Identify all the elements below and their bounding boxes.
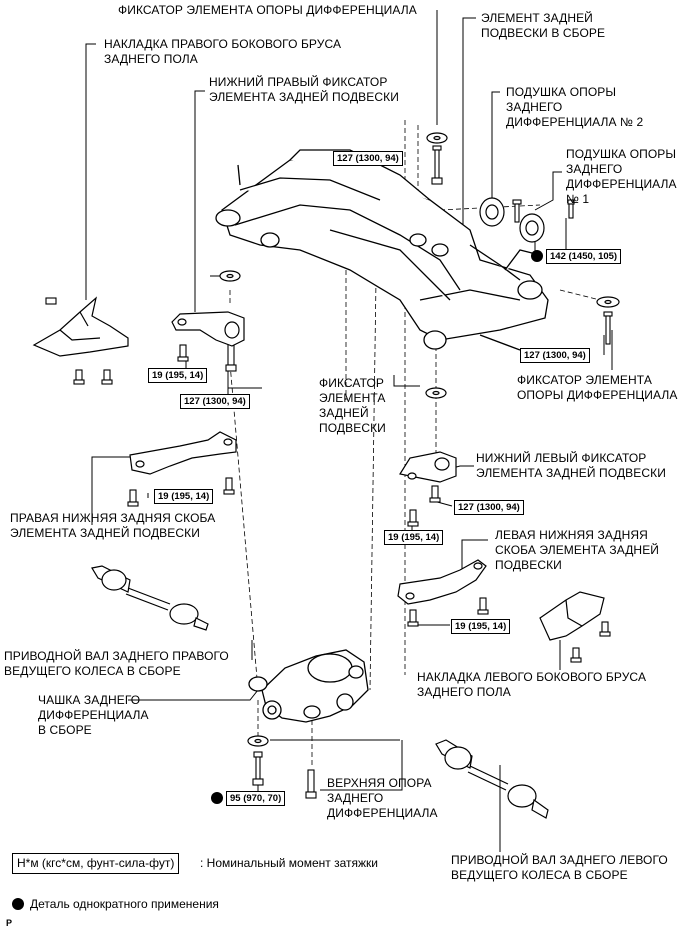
- leader-cushion-1: [534, 171, 562, 211]
- label-lh-drive-shaft: ПРИВОДНОЙ ВАЛ ЗАДНЕГО ЛЕВОГО ВЕДУЩЕГО КО…: [451, 853, 668, 882]
- rh-drive-shaft-art: [91, 565, 209, 631]
- label-rh-lower-stopper: НИЖНИЙ ПРАВЫЙ ФИКСАТОР ЭЛЕМЕНТА ЗАДНЕЙ П…: [209, 75, 399, 104]
- leader-member-stopper: [393, 375, 420, 387]
- leader-rh-brace: [91, 456, 135, 525]
- rh-lower-brace-art: [129, 431, 237, 475]
- legend-non-reusable: Деталь однократного применения: [30, 897, 219, 911]
- lh-floor-side-rail-cover-art: [539, 591, 605, 641]
- label-diff-retainer-top: ФИКСАТОР ЭЛЕМЕНТА ОПОРЫ ДИФФЕРЕНЦИАЛА: [118, 3, 417, 17]
- label-lh-lower-stopper: НИЖНИЙ ЛЕВЫЙ ФИКСАТОР ЭЛЕМЕНТА ЗАДНЕЙ ПО…: [476, 451, 666, 480]
- legend-torque-desc: : Номинальный момент затяжки: [200, 856, 378, 870]
- torque-19-lh-stopper: 19 (195, 14): [384, 530, 444, 545]
- lh-lower-brace-art: [397, 559, 487, 605]
- legend-torque-unit: Н*м (кгс*см, фунт-сила-фут): [12, 853, 180, 874]
- torque-142: 142 (1450, 105): [546, 249, 622, 264]
- leader-cushion-2: [491, 91, 500, 200]
- label-rh-lower-brace: ПРАВАЯ НИЖНЯЯ ЗАДНЯЯ СКОБА ЭЛЕМЕНТА ЗАДН…: [10, 511, 216, 540]
- leader-lh-brace: [461, 539, 488, 570]
- label-lh-floor-cover: НАКЛАДКА ЛЕВОГО БОКОВОГО БРУСА ЗАДНЕГО П…: [417, 670, 647, 699]
- non-reusable-dot-142: [531, 250, 543, 262]
- leader-diff-carrier: [128, 689, 259, 701]
- leader-upper-support: [320, 740, 403, 791]
- label-rh-floor-cover: НАКЛАДКА ПРАВОГО БОКОВОГО БРУСА ЗАДНЕГО …: [104, 37, 342, 66]
- torque-19-rh-brace: 19 (195, 14): [154, 489, 214, 504]
- label-diff-cushion-1: ПОДУШКА ОПОРЫ ЗАДНЕГО ДИФФЕРЕНЦИАЛА № 1: [566, 147, 677, 206]
- lh-drive-shaft-art: [435, 739, 549, 819]
- leader-rh-cover: [85, 43, 96, 300]
- rear-suspension-member: [215, 149, 549, 351]
- label-rh-drive-shaft: ПРИВОДНОЙ ВАЛ ЗАДНЕГО ПРАВОГО ВЕДУЩЕГО К…: [4, 649, 229, 678]
- legend-non-reusable-dot: [12, 898, 24, 910]
- diff-carrier-art: [248, 649, 369, 723]
- label-diff-upper-support: ВЕРХНЯЯ ОПОРА ЗАДНЕГО ДИФФЕРЕНЦИАЛА: [327, 776, 438, 820]
- label-diff-carrier: ЧАШКА ЗАДНЕГО ДИФФЕРЕНЦИАЛА В СБОРЕ: [38, 693, 149, 737]
- torque-127-right: 127 (1300, 94): [520, 348, 590, 363]
- leader-rh-stopper: [194, 90, 205, 312]
- torque-19-rh-stopper: 19 (195, 14): [148, 368, 208, 383]
- torque-127-rh-stopper: 127 (1300, 94): [180, 394, 250, 409]
- label-member-stopper: ФИКСАТОР ЭЛЕМЕНТА ЗАДНЕЙ ПОДВЕСКИ: [319, 376, 386, 435]
- label-lh-lower-brace: ЛЕВАЯ НИЖНЯЯ ЗАДНЯЯ СКОБА ЭЛЕМЕНТА ЗАДНЕ…: [495, 528, 660, 572]
- leader-member-assy: [462, 17, 476, 245]
- label-rear-member-assy: ЭЛЕМЕНТ ЗАДНЕЙ ПОДВЕСКИ В СБОРЕ: [481, 11, 606, 40]
- label-diff-cushion-2: ПОДУШКА ОПОРЫ ЗАДНЕГО ДИФФЕРЕНЦИАЛА № 2: [506, 85, 644, 129]
- torque-95: 95 (970, 70): [226, 791, 286, 806]
- non-reusable-dot-95: [211, 792, 223, 804]
- page-mark: P: [6, 918, 13, 928]
- rh-floor-side-rail-cover-art: [32, 296, 129, 357]
- diff-mount-cushion-2-art: [479, 197, 505, 227]
- lh-lower-stopper-art: [399, 451, 457, 483]
- torque-127-top: 127 (1300, 94): [333, 151, 403, 166]
- diff-mount-cushion-1-art: [519, 213, 545, 243]
- rh-lower-stopper-art: [171, 311, 245, 347]
- torque-127-lh-stopper: 127 (1300, 94): [454, 500, 524, 515]
- torque-19-lh-brace: 19 (195, 14): [451, 619, 511, 634]
- label-diff-retainer-right: ФИКСАТОР ЭЛЕМЕНТА ОПОРЫ ДИФФЕРЕНЦИАЛА: [517, 373, 678, 402]
